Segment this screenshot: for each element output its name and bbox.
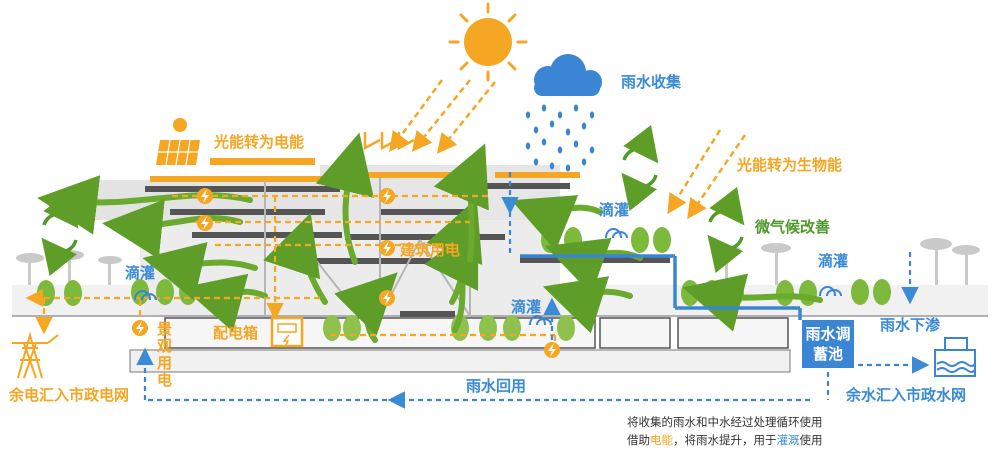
rain-collection-label: 雨水收集 bbox=[621, 73, 682, 91]
note-highlight-irrigation: 灌溉 bbox=[776, 433, 800, 447]
tree-icon bbox=[799, 280, 817, 306]
electric-lines bbox=[25, 194, 557, 342]
tree-icon bbox=[343, 315, 361, 341]
tree-icon bbox=[851, 279, 869, 305]
tree-icon bbox=[564, 227, 582, 253]
water-plant-icon bbox=[934, 337, 976, 377]
palm-icon bbox=[98, 256, 122, 288]
tree-icon bbox=[776, 280, 794, 306]
drip-label-2: 滴灌 bbox=[599, 201, 630, 219]
floor-slab bbox=[400, 311, 455, 317]
drip-label-4: 滴灌 bbox=[818, 252, 849, 270]
floor-slab bbox=[345, 234, 505, 240]
landscape-power-label: 景观用电 bbox=[157, 320, 173, 389]
rain-reuse-label: 雨水回用 bbox=[466, 377, 527, 395]
palm-icon bbox=[920, 238, 952, 288]
tree-icon bbox=[653, 227, 671, 253]
drip-label-1: 滴灌 bbox=[125, 264, 156, 282]
building-power-label: 建筑用电 bbox=[400, 241, 461, 259]
lightning-icon bbox=[379, 240, 395, 256]
lightning-icon bbox=[197, 215, 213, 231]
power-box-label: 配电箱 bbox=[213, 324, 259, 342]
tree-icon bbox=[37, 280, 55, 306]
note-segment: ，将雨水提升，用于 bbox=[673, 433, 777, 447]
tree-icon bbox=[631, 227, 649, 253]
tree-icon bbox=[156, 279, 174, 305]
solar-roof-bar bbox=[210, 158, 315, 165]
recycle-icon bbox=[707, 186, 745, 274]
drip-icons bbox=[134, 228, 842, 326]
solar-roof-bar bbox=[495, 172, 580, 178]
sun-ray-arrow bbox=[667, 129, 722, 215]
floor-slab bbox=[170, 209, 325, 215]
rain-pipes bbox=[136, 172, 930, 409]
lightning-icon bbox=[544, 342, 560, 358]
sun-ray-arrow bbox=[411, 79, 471, 152]
solar-roof-bar bbox=[150, 176, 340, 182]
floor-slab bbox=[485, 183, 570, 189]
palm-icon bbox=[952, 245, 980, 288]
solar-reflector-icons bbox=[363, 132, 415, 151]
sun-ray-arrow bbox=[389, 79, 444, 153]
sun-icon bbox=[448, 2, 528, 82]
cloud-icon bbox=[534, 54, 602, 96]
floor-slab bbox=[192, 232, 342, 238]
solar-to-bio-label: 光能转为生物能 bbox=[737, 156, 843, 174]
note-line-2: 借助电能，将雨水提升，用于灌溉使用 bbox=[627, 431, 823, 449]
storage-pool-box: 雨水调蓄池 bbox=[802, 320, 854, 368]
solar-to-electric-label: 光能转为电能 bbox=[214, 133, 305, 151]
microclimate-label: 微气候改善 bbox=[755, 218, 831, 236]
tree-icon bbox=[557, 315, 575, 341]
lightning-icon bbox=[379, 188, 395, 204]
note-segment: 使用 bbox=[799, 433, 823, 447]
solar-panel-icon bbox=[156, 118, 200, 166]
lightning-icon bbox=[379, 290, 395, 306]
solar-roof-bar bbox=[330, 172, 475, 178]
lightning-icon bbox=[197, 188, 213, 204]
note-segment: 借助 bbox=[627, 433, 650, 447]
tree-icon bbox=[479, 315, 497, 341]
note-text: 将收集的雨水和中水经过处理循环使用 借助电能，将雨水提升，用于灌溉使用 bbox=[627, 413, 823, 449]
drip-label-3: 滴灌 bbox=[511, 298, 542, 316]
lightning-icon bbox=[132, 320, 148, 336]
rain-infiltrate-label: 雨水下渗 bbox=[880, 316, 941, 334]
sun-ray-arrow bbox=[687, 134, 747, 220]
recycle-icon bbox=[41, 189, 79, 277]
lightning-icons bbox=[132, 188, 560, 358]
note-highlight-electric: 电能 bbox=[650, 433, 673, 447]
tree-icon bbox=[873, 279, 891, 305]
palm-icon bbox=[16, 253, 44, 288]
tree-icon bbox=[64, 280, 82, 306]
tree-icon bbox=[541, 227, 559, 253]
recycle-icon bbox=[621, 124, 659, 212]
power-box-icon bbox=[270, 316, 304, 348]
floor-slab bbox=[380, 209, 465, 215]
tree-icon bbox=[503, 315, 521, 341]
tree-icon bbox=[681, 280, 699, 306]
tree-icon bbox=[179, 279, 197, 305]
tree-icon bbox=[726, 280, 744, 306]
power-tower-icon bbox=[12, 331, 59, 379]
grid-out-label: 余电汇入市政电网 bbox=[9, 386, 130, 404]
water-out-label: 余水汇入市政水网 bbox=[846, 386, 967, 404]
floor-slab bbox=[520, 257, 670, 263]
tree-icon bbox=[323, 315, 341, 341]
note-line-1: 将收集的雨水和中水经过处理循环使用 bbox=[627, 415, 823, 429]
palm-icon bbox=[761, 243, 791, 288]
rain-drops bbox=[525, 104, 595, 172]
floor-slab bbox=[145, 186, 340, 192]
sun-ray-arrow bbox=[436, 81, 496, 154]
